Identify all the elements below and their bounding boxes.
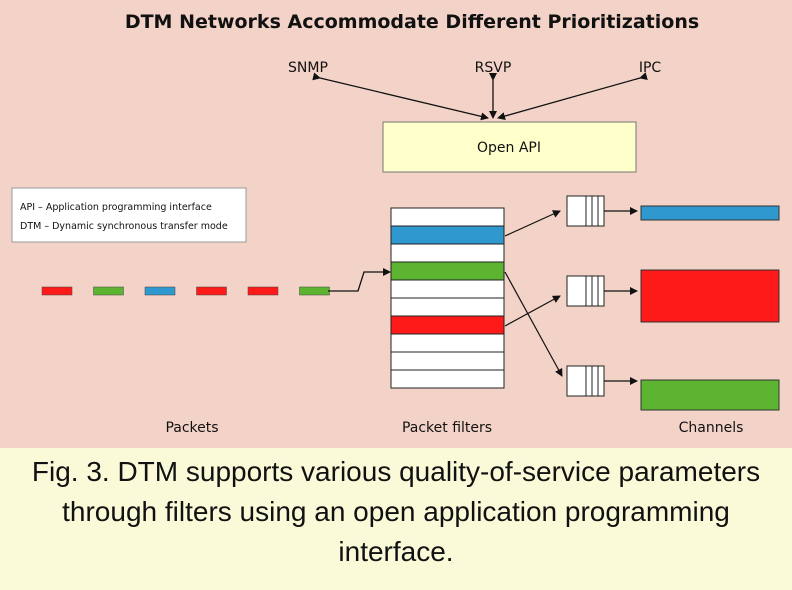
filter-row-white: [390, 369, 505, 389]
figure-caption: Fig. 3. DTM supports various quality-of-…: [31, 456, 761, 567]
filter-row-green: [390, 261, 505, 281]
packet-blue: [144, 286, 176, 296]
filter-row-blue: [390, 225, 505, 245]
caption-band: [0, 448, 792, 590]
label-channels: Channels: [679, 420, 744, 436]
open-api-label: Open API: [477, 140, 541, 156]
open-api-box: [382, 121, 637, 173]
packet-feed-line: [328, 268, 391, 292]
packet-red: [196, 286, 227, 296]
filter-row-white: [390, 207, 505, 227]
packets-group: [41, 286, 330, 296]
packet-red: [41, 286, 73, 296]
label-packets: Packets: [165, 420, 218, 436]
route-green: [504, 271, 563, 377]
queue-red: [566, 275, 605, 307]
channel-blue: [640, 205, 780, 221]
route-blue: [504, 210, 561, 237]
packet-filter-stack: [390, 207, 505, 389]
filter-row-white: [390, 279, 505, 299]
legend-item-dtm: DTM – Dynamic synchronous transfer mode: [20, 221, 228, 232]
channels-group: [566, 195, 780, 411]
arrow-ipc-api: [497, 72, 648, 120]
queue-blue: [566, 195, 605, 227]
route-red: [504, 295, 561, 327]
protocol-label-ipc: IPC: [639, 60, 662, 76]
channel-green: [640, 379, 780, 411]
protocol-label-rsvp: RSVP: [475, 60, 512, 76]
filter-row-white: [390, 333, 505, 353]
legend-item-api: API – Application programming interface: [20, 202, 212, 213]
packet-green: [93, 286, 124, 296]
packet-red: [247, 286, 279, 296]
filter-row-white: [390, 351, 505, 371]
protocol-label-snmp: SNMP: [288, 60, 328, 76]
channel-red: [640, 269, 780, 323]
diagram-svg: DTM Networks Accommodate Different Prior…: [11, 11, 780, 436]
queue-green: [566, 365, 605, 397]
label-packet-filters: Packet filters: [402, 420, 492, 436]
legend-box: [11, 187, 247, 243]
diagram-title: DTM Networks Accommodate Different Prior…: [125, 11, 699, 33]
filter-row-white: [390, 243, 505, 263]
packet-green: [299, 286, 330, 296]
arrow-snmp-api: [312, 72, 489, 121]
filter-row-red: [390, 315, 505, 335]
filter-row-white: [390, 297, 505, 317]
